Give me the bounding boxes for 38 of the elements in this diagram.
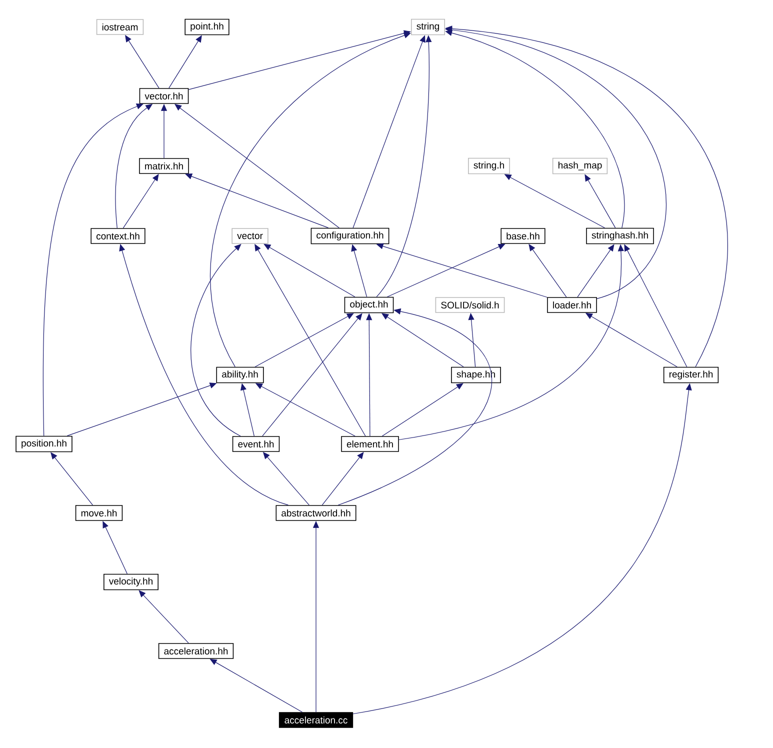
file-box: vector — [232, 228, 268, 244]
arrow — [445, 26, 728, 368]
arrow — [262, 313, 362, 436]
file-box: acceleration.hh — [158, 643, 234, 659]
arrow — [382, 313, 464, 368]
arrow — [382, 383, 464, 436]
file-box: vector.hh — [139, 88, 189, 104]
file-box: iostream — [96, 19, 144, 35]
file-box: abstractworld.hh — [276, 505, 356, 521]
arrow — [188, 30, 411, 90]
file-box: string.h — [468, 158, 510, 174]
file-box: loader.hh — [547, 297, 597, 313]
file-box: base.hh — [500, 228, 546, 244]
arrow — [445, 26, 666, 299]
file-box: string — [411, 18, 446, 36]
file-box: event.hh — [232, 436, 280, 452]
arrow — [577, 244, 614, 298]
arrow — [50, 452, 93, 506]
file-box: stringhash.hh — [586, 228, 654, 244]
file-box: object.hh — [344, 296, 394, 314]
file-box: position.hh — [16, 436, 72, 452]
arrow — [138, 590, 189, 644]
file-box: point.hh — [184, 18, 230, 36]
file-box: move.hh — [75, 505, 123, 521]
file-box: SOLID/solid.h — [435, 297, 505, 313]
file-box: hash_map — [552, 158, 608, 174]
file-box: acceleration.cc — [278, 712, 354, 728]
file-box: shape.hh — [451, 366, 501, 384]
arrow — [264, 244, 356, 298]
arrow — [254, 313, 354, 368]
arrow — [210, 32, 411, 368]
file-box: register.hh — [663, 366, 719, 384]
file-box: ability.hh — [216, 366, 264, 384]
file-box: context.hh — [90, 228, 146, 244]
file-box: configuration.hh — [310, 228, 390, 244]
file-box: velocity.hh — [104, 574, 158, 590]
file-box: element.hh — [341, 436, 399, 452]
file-box: matrix.hh — [139, 158, 189, 174]
